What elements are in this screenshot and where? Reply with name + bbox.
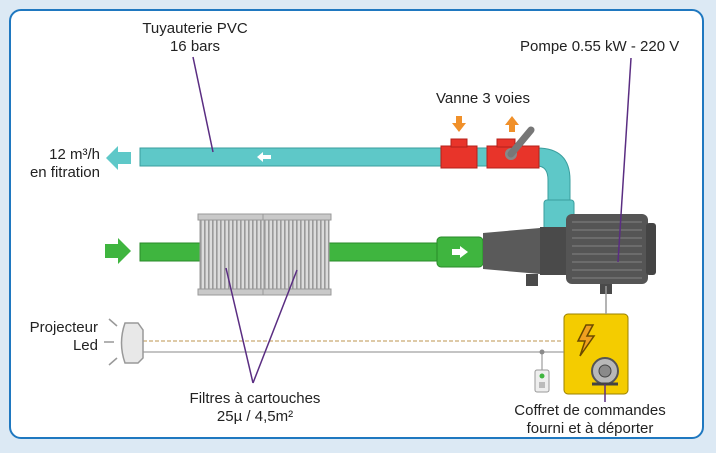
valve-outlet-arrow-icon (505, 116, 519, 132)
wiring (143, 286, 607, 393)
cartridge-filters (197, 213, 332, 296)
lightning-hazard-icon (576, 324, 596, 357)
pipe-direction-arrow-icon (257, 152, 271, 162)
suction-flow-arrow-icon (105, 238, 131, 264)
pump-inlet-arrow-icon (452, 246, 468, 258)
flow-rate-label: 12 m³/h en fitration (29, 146, 100, 181)
pump (483, 214, 656, 294)
led-projector-icon (104, 318, 144, 366)
three-way-valve (440, 116, 540, 169)
valve-inlet-arrow-icon (452, 116, 466, 132)
valve-label: Vanne 3 voies (436, 90, 530, 107)
projector-label: Projecteur Led (29, 319, 98, 354)
leader-lines (192, 56, 632, 402)
pipe-label: Tuyauterie PVC 16 bars (142, 20, 248, 55)
pump-label: Pompe 0.55 kW - 220 V (520, 38, 680, 55)
filters-label: Filtres à cartouches 25µ / 4,5m² (189, 390, 321, 425)
control-box (563, 313, 629, 395)
control-box-label: Coffret de commandes fourni et à déporte… (514, 402, 666, 437)
return-flow-arrow-icon (106, 146, 131, 170)
wall-switch-icon (534, 369, 550, 393)
